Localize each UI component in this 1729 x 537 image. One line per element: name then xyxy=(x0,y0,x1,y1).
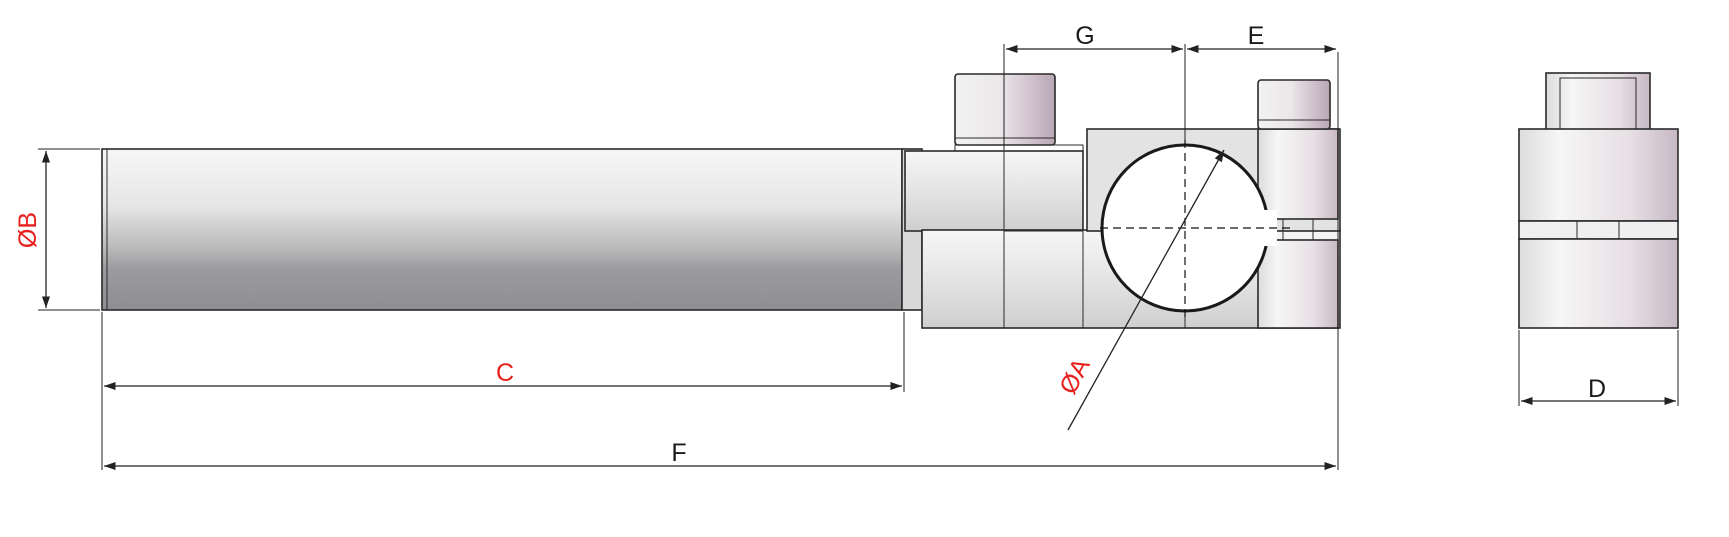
label-dim-g: G xyxy=(1075,22,1094,50)
dimension-b xyxy=(38,148,100,311)
dimension-a xyxy=(1067,149,1225,431)
dimension-c xyxy=(101,312,905,470)
left-screw xyxy=(954,73,1084,152)
dimension-f xyxy=(104,52,1339,471)
rod-body xyxy=(101,148,903,311)
dimension-g xyxy=(1003,44,1186,150)
side-view xyxy=(1518,72,1679,329)
label-dim-e: E xyxy=(1248,22,1265,50)
rod xyxy=(101,148,923,311)
label-dim-f: F xyxy=(671,439,686,467)
right-screw xyxy=(1257,79,1331,130)
label-dim-c: C xyxy=(496,359,514,387)
dimension-d xyxy=(1518,330,1679,406)
label-dim-b: ØB xyxy=(14,212,42,248)
label-dim-d: D xyxy=(1588,375,1606,403)
